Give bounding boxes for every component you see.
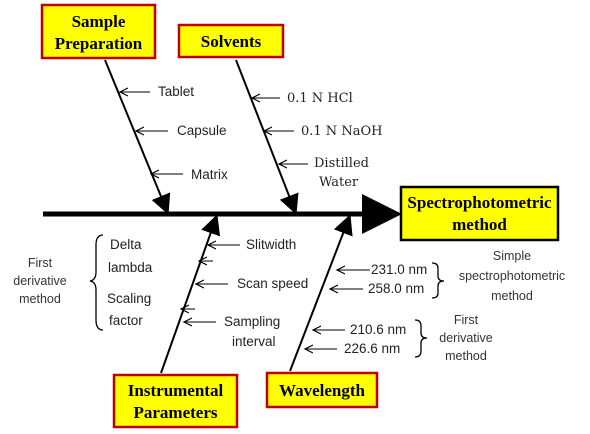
- item-distilled: Distilled: [314, 156, 369, 171]
- bone-solvents: [235, 59, 299, 215]
- derivative-label-2: derivative: [439, 331, 493, 345]
- sub-item-delta: Delta: [110, 237, 142, 252]
- brace-instrumental: [89, 234, 104, 331]
- item-scan-speed: Scan speed: [237, 276, 308, 291]
- wavelength-simple-1: 231.0 nm: [371, 262, 427, 277]
- cause-instrumental-parameters: Instrumental Parameters: [112, 373, 239, 429]
- instrumental-line2: Parameters: [133, 403, 217, 422]
- sample-preparation-line1: Sample: [72, 12, 126, 31]
- solvents-title: Solvents: [201, 32, 262, 51]
- derivative-label-3: method: [445, 349, 487, 363]
- derivative-label-1: First: [454, 313, 479, 327]
- instrumental-group-label-2: derivative: [13, 274, 67, 288]
- item-tablet: Tablet: [158, 84, 194, 99]
- cause-sample-preparation: Sample Preparation: [40, 3, 157, 60]
- wavelength-simple-2: 258.0 nm: [368, 281, 424, 296]
- simple-label-2: spectrophotometric: [459, 269, 565, 283]
- wavelength-derivative-1: 210.6 nm: [350, 322, 406, 337]
- instrumental-group-label-1: First: [28, 256, 53, 270]
- sample-preparation-line2: Preparation: [55, 34, 143, 53]
- instrumental-group-label-3: method: [19, 292, 61, 306]
- effect-title-line2: method: [452, 215, 507, 234]
- instrumental-line1: Instrumental: [128, 381, 224, 400]
- wavelength-derivative-2: 226.6 nm: [344, 341, 400, 356]
- simple-label-3: method: [491, 289, 533, 303]
- bone-sample-preparation: [104, 59, 171, 215]
- brace-derivative: [414, 319, 428, 358]
- item-naoh: 0.1 N NaOH: [301, 124, 382, 139]
- brace-simple: [431, 262, 445, 299]
- bone-instrumental: [160, 214, 221, 374]
- item-interval: interval: [232, 334, 276, 349]
- item-capsule: Capsule: [177, 123, 227, 138]
- cause-wavelength: Wavelength: [265, 371, 379, 409]
- simple-label-1: Simple: [493, 249, 531, 263]
- sub-item-factor: factor: [109, 313, 143, 328]
- item-slitwidth: Slitwidth: [246, 237, 296, 252]
- wavelength-title: Wavelength: [279, 381, 365, 400]
- effect-box: Spectrophotometric method: [399, 185, 560, 242]
- item-sampling: Sampling: [224, 314, 280, 329]
- item-water: Water: [319, 175, 359, 190]
- item-matrix: Matrix: [191, 167, 228, 182]
- sub-item-scaling: Scaling: [107, 291, 151, 306]
- bone-wavelength: [289, 214, 353, 372]
- sub-item-lambda: lambda: [108, 260, 153, 275]
- item-hcl: 0.1 N HCl: [287, 91, 353, 106]
- cause-solvents: Solvents: [177, 23, 285, 59]
- effect-title-line1: Spectrophotometric: [407, 193, 552, 212]
